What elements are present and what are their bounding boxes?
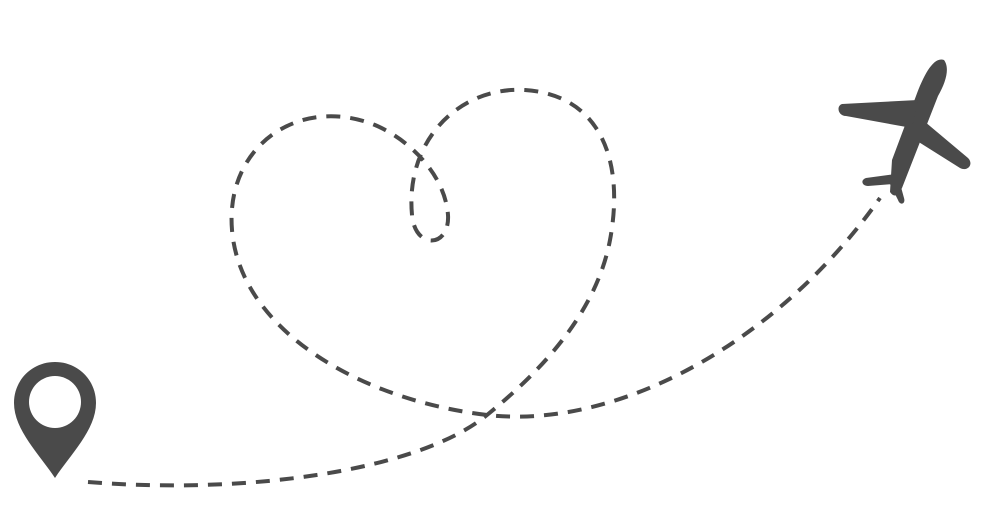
pin-center (29, 376, 81, 428)
airplane-icon (838, 59, 971, 204)
location-pin-icon (14, 362, 96, 478)
dashed-flight-path (87, 87, 882, 488)
